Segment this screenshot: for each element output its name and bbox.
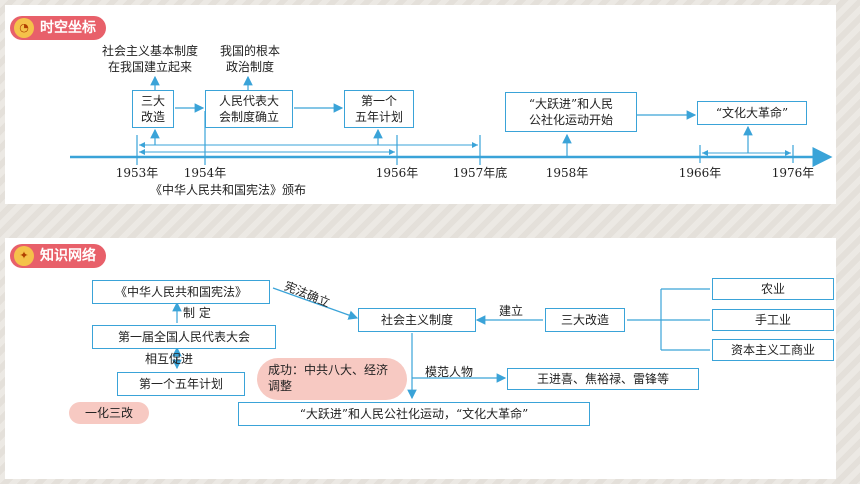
section-badge-network: ✦ 知识网络 [10,244,106,268]
year-1954: 1954年 [183,166,227,180]
box-three-reforms-network: 三大改造 [545,308,625,332]
box-glf-line2: 公社化运动开始 [528,113,613,127]
timeline-panel: ◔ 时空坐标 [5,5,836,204]
box-npc-line1: 人民代表大 [218,94,279,108]
box-model-figures: 王进喜、焦裕禄、雷锋等 [507,368,699,390]
section-title: 时空坐标 [40,20,96,36]
year-1958: 1958年 [545,166,589,180]
box-socialism: 社会主义制度 [358,308,476,332]
make-label: 制 定 [183,306,211,320]
box-npc-line2: 会制度确立 [218,110,279,124]
box-npc-system: 人民代表大 会制度确立 [205,90,293,128]
box-three-reforms: 三大 改造 [132,90,174,128]
note-political-line1: 我国的根本 [219,44,280,58]
year-1953: 1953年 [115,166,159,180]
note-system-line1: 社会主义基本制度 [101,44,198,58]
box-great-leap: “大跃进”和人民 公社化运动开始 [505,92,637,132]
box-three-reforms-line1: 三大 [140,94,165,108]
section-title-network: 知识网络 [40,248,96,264]
build-label: 建立 [499,304,524,318]
yihua-bubble [69,402,149,424]
year-1966: 1966年 [678,166,722,180]
clock-icon: ◔ [14,18,34,38]
year-1956: 1956年 [375,166,419,180]
mutual-label: 相互促进 [145,352,194,366]
box-first-fyp-network: 第一个五年计划 [117,372,245,396]
box-cultural-revolution: “文化大革命” [697,101,807,125]
box-first-npc: 第一届全国人民代表大会 [92,325,276,349]
network-lines [172,287,710,400]
success-bubble [257,358,407,400]
box-fyp-line1: 第一个 [360,94,397,108]
success-text: 成功：中共八大、经济调整 [268,363,389,393]
lightbulb-icon: ✦ [14,246,34,266]
box-handicraft: 手工业 [712,309,834,331]
box-glf-line1: “大跃进”和人民 [528,97,614,111]
yihua-text: 一化三改 [84,406,133,420]
box-movements: “大跃进”和人民公社化运动，“文化大革命” [238,402,590,426]
note-political-line2: 政治制度 [225,60,274,74]
constitution-note: 《中华人民共和国宪法》颁布 [150,183,307,197]
year-1976: 1976年 [771,166,815,180]
box-constitution: 《中华人民共和国宪法》 [92,280,270,304]
note-system-line2: 在我国建立起来 [107,60,192,74]
box-first-fyp: 第一个 五年计划 [344,90,414,128]
box-fyp-line2: 五年计划 [354,110,403,124]
box-capitalist-industry: 资本主义工商业 [712,339,834,361]
network-panel: ✦ 知识网络 《中华人民共和国宪法》 制 [5,238,836,479]
model-label: 模范人物 [425,365,474,379]
box-agriculture: 农业 [712,278,834,300]
timeline-lines [70,75,833,167]
section-badge-timeline: ◔ 时空坐标 [10,16,106,40]
year-1957: 1957年底 [452,166,508,180]
box-three-reforms-line2: 改造 [140,110,165,124]
